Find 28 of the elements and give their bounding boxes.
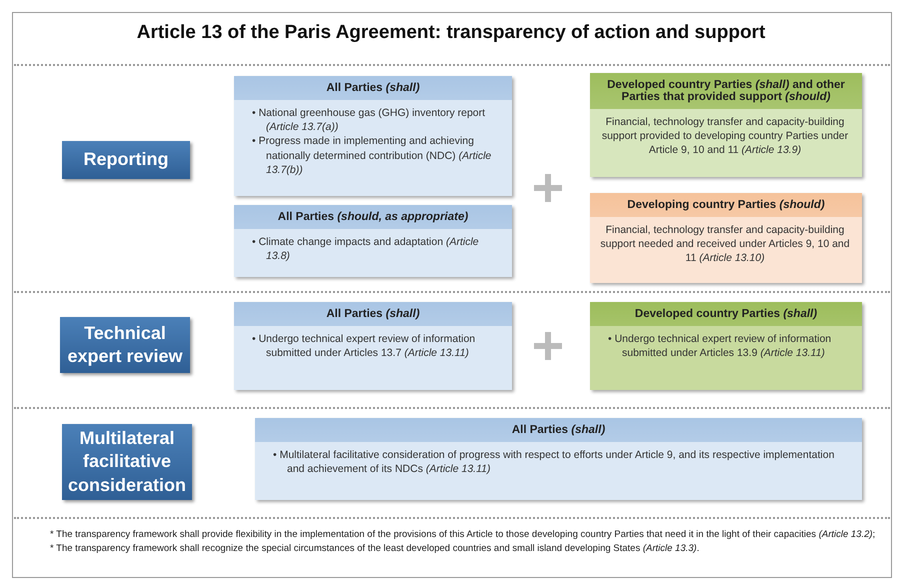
card-heading: All Parties (shall) <box>255 418 862 442</box>
info-card <box>590 73 862 177</box>
list-item: • Multilateral facilitative consideration of progress with respect to efforts under Article 9, and its respective implementation and achievement of its NDCs (Article 13.11) <box>273 448 836 476</box>
card-heading: All Parties (shall) <box>234 302 512 326</box>
title: Article 13 of the Paris Agreement: transparency of action and support <box>136 22 766 44</box>
list-item: • Climate change impacts and adaptation (Article 13.8) <box>252 235 480 264</box>
card-text: Financial, technology transfer and capacity-building support provided to developing country Parties under Article 9, 10 and 11 (Article 13.9) <box>600 115 850 158</box>
info-card <box>234 205 512 277</box>
info-card <box>255 418 862 500</box>
card-text: Financial, technology transfer and capacity-building support needed and received under Articles 9, 10 and 11 (Article 13.10) <box>599 223 851 266</box>
info-card <box>590 302 862 390</box>
footnote: * The transparency framework shall recognize the special circumstances of the least developed countries and small island developing States (Article 13.3). <box>50 542 700 556</box>
info-card <box>234 76 512 196</box>
list-item: • Undergo technical expert review of information submitted under Articles 13.7 (Article 13.11) <box>252 332 476 360</box>
card-heading: Developed country Parties (shall) <box>590 302 862 326</box>
card-heading: Developing country Parties (should) <box>590 193 862 217</box>
card-heading: All Parties (shall) <box>234 76 512 100</box>
section-label: Reporting <box>62 141 190 179</box>
footnote: * The transparency framework shall provide flexibility in the implementation of the provisions of this Article to those developing country Parties that need it in the light of their capacities (Article 13.2); <box>50 528 876 542</box>
info-card <box>234 302 512 390</box>
card-heading: All Parties (should, as appropriate) <box>234 205 512 229</box>
section-label: Multilateral facilitative consideration <box>62 424 192 500</box>
list-item: • Progress made in implementing and achieving nationally determined contribution (NDC) (Article 13.7(b)) <box>252 134 492 177</box>
info-card <box>590 193 862 283</box>
list-item: • National greenhouse gas (GHG) inventory report (Article 13.7(a)) <box>252 106 486 134</box>
card-heading: Developed country Parties (shall) and other Parties that provided support (should) <box>590 73 862 109</box>
list-item: • Undergo technical expert review of information submitted under Articles 13.9 (Article 13.11) <box>608 332 832 360</box>
section-label: Technical expert review <box>60 317 190 373</box>
